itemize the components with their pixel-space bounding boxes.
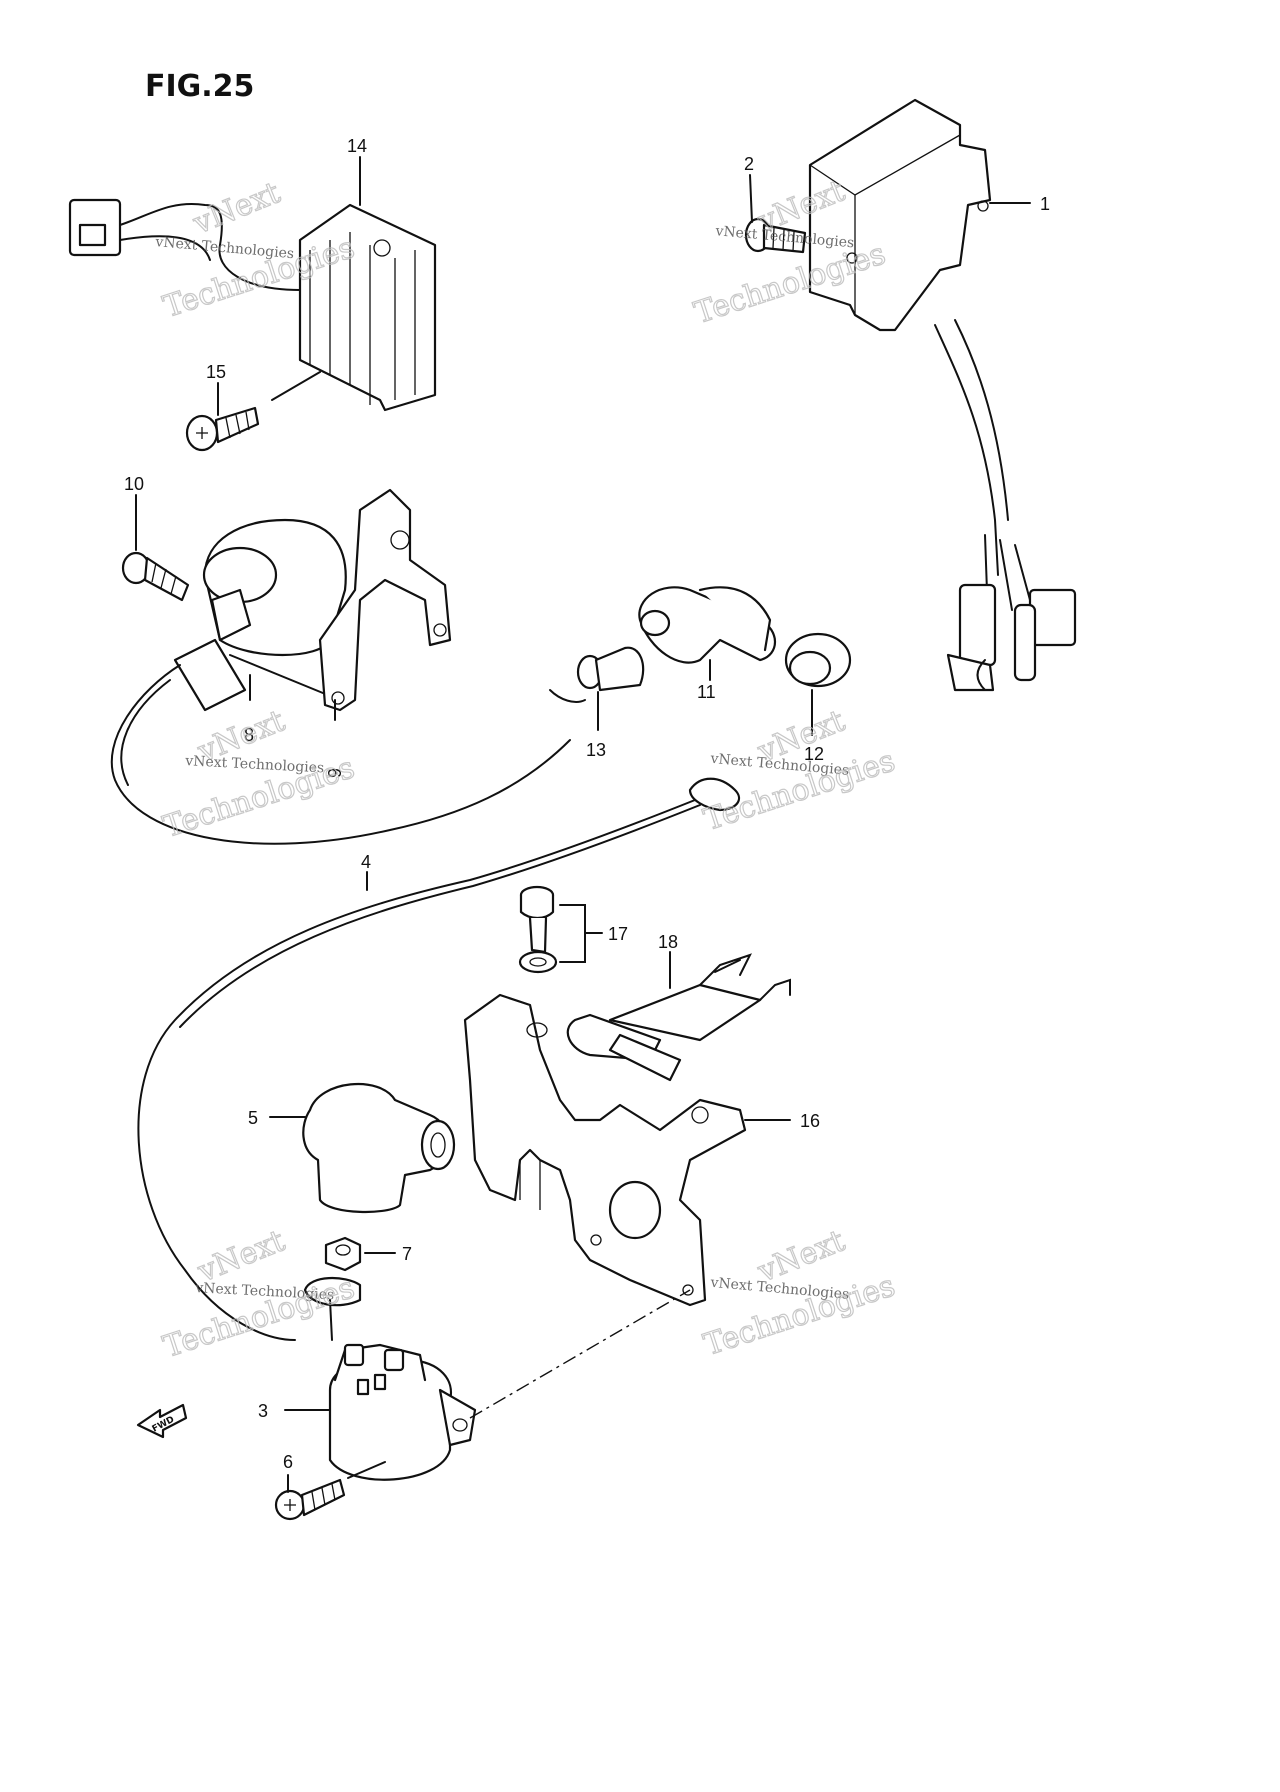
part-5-boot <box>302 1082 456 1213</box>
callout-17: 17 <box>608 924 628 944</box>
part-3-starter-relay <box>303 1276 477 1481</box>
callout-6: 6 <box>283 1452 293 1472</box>
watermark-text: vNext Technologies <box>194 1280 335 1303</box>
part-12-seal <box>784 632 852 688</box>
callout-2: 2 <box>744 154 754 174</box>
callout-11: 11 <box>697 682 716 702</box>
watermark-group-6: vNext vNext Technologies Technologies <box>699 1223 900 1364</box>
leader-lines <box>135 156 1031 1493</box>
figure-title: FIG.25 <box>145 69 254 104</box>
callout-5: 5 <box>248 1108 258 1128</box>
callout-14: 14 <box>347 136 367 156</box>
callout-7: 7 <box>402 1244 412 1264</box>
callout-1: 1 <box>1040 194 1050 214</box>
callout-labels: 1 2 3 4 5 6 7 8 9 10 11 12 13 14 15 16 1… <box>124 136 1050 1472</box>
watermark-group-4: vNext vNext Technologies Technologies <box>699 703 900 839</box>
part-7-nut <box>324 1236 362 1272</box>
callout-13: 13 <box>586 740 606 760</box>
part-8-ignition-coil <box>110 518 571 845</box>
callout-12: 12 <box>804 744 824 764</box>
part-15-screw <box>185 371 321 452</box>
callout-10: 10 <box>124 474 144 494</box>
callout-16: 16 <box>800 1111 820 1131</box>
callout-3: 3 <box>258 1401 268 1421</box>
part-10-screw <box>121 551 190 602</box>
watermark-text: vNext Technologies <box>184 753 325 776</box>
part-13-terminal <box>576 646 645 692</box>
fwd-arrow-icon: FWD <box>136 1403 188 1439</box>
part-16-bracket <box>463 993 747 1307</box>
part-11-plug-cap <box>549 586 776 703</box>
part-1-cdi-unit <box>808 98 1077 692</box>
watermark-vnext: vNext <box>188 175 285 242</box>
part-17-bolt-washer <box>518 885 603 974</box>
part-18-clamp <box>566 953 791 1082</box>
alignment-line <box>469 1289 691 1419</box>
callout-15: 15 <box>206 362 226 382</box>
part-9-bracket <box>318 488 452 712</box>
part-4-cable <box>137 777 741 1341</box>
callout-4: 4 <box>361 852 371 872</box>
part-14-regulator <box>68 198 437 412</box>
watermark-group-3: vNext vNext Technologies Technologies <box>159 703 360 846</box>
callout-9: 9 <box>325 768 345 778</box>
part-2-screw <box>744 217 807 254</box>
callout-18: 18 <box>658 932 678 952</box>
callout-8: 8 <box>244 725 254 745</box>
part-6-screw <box>274 1461 386 1521</box>
